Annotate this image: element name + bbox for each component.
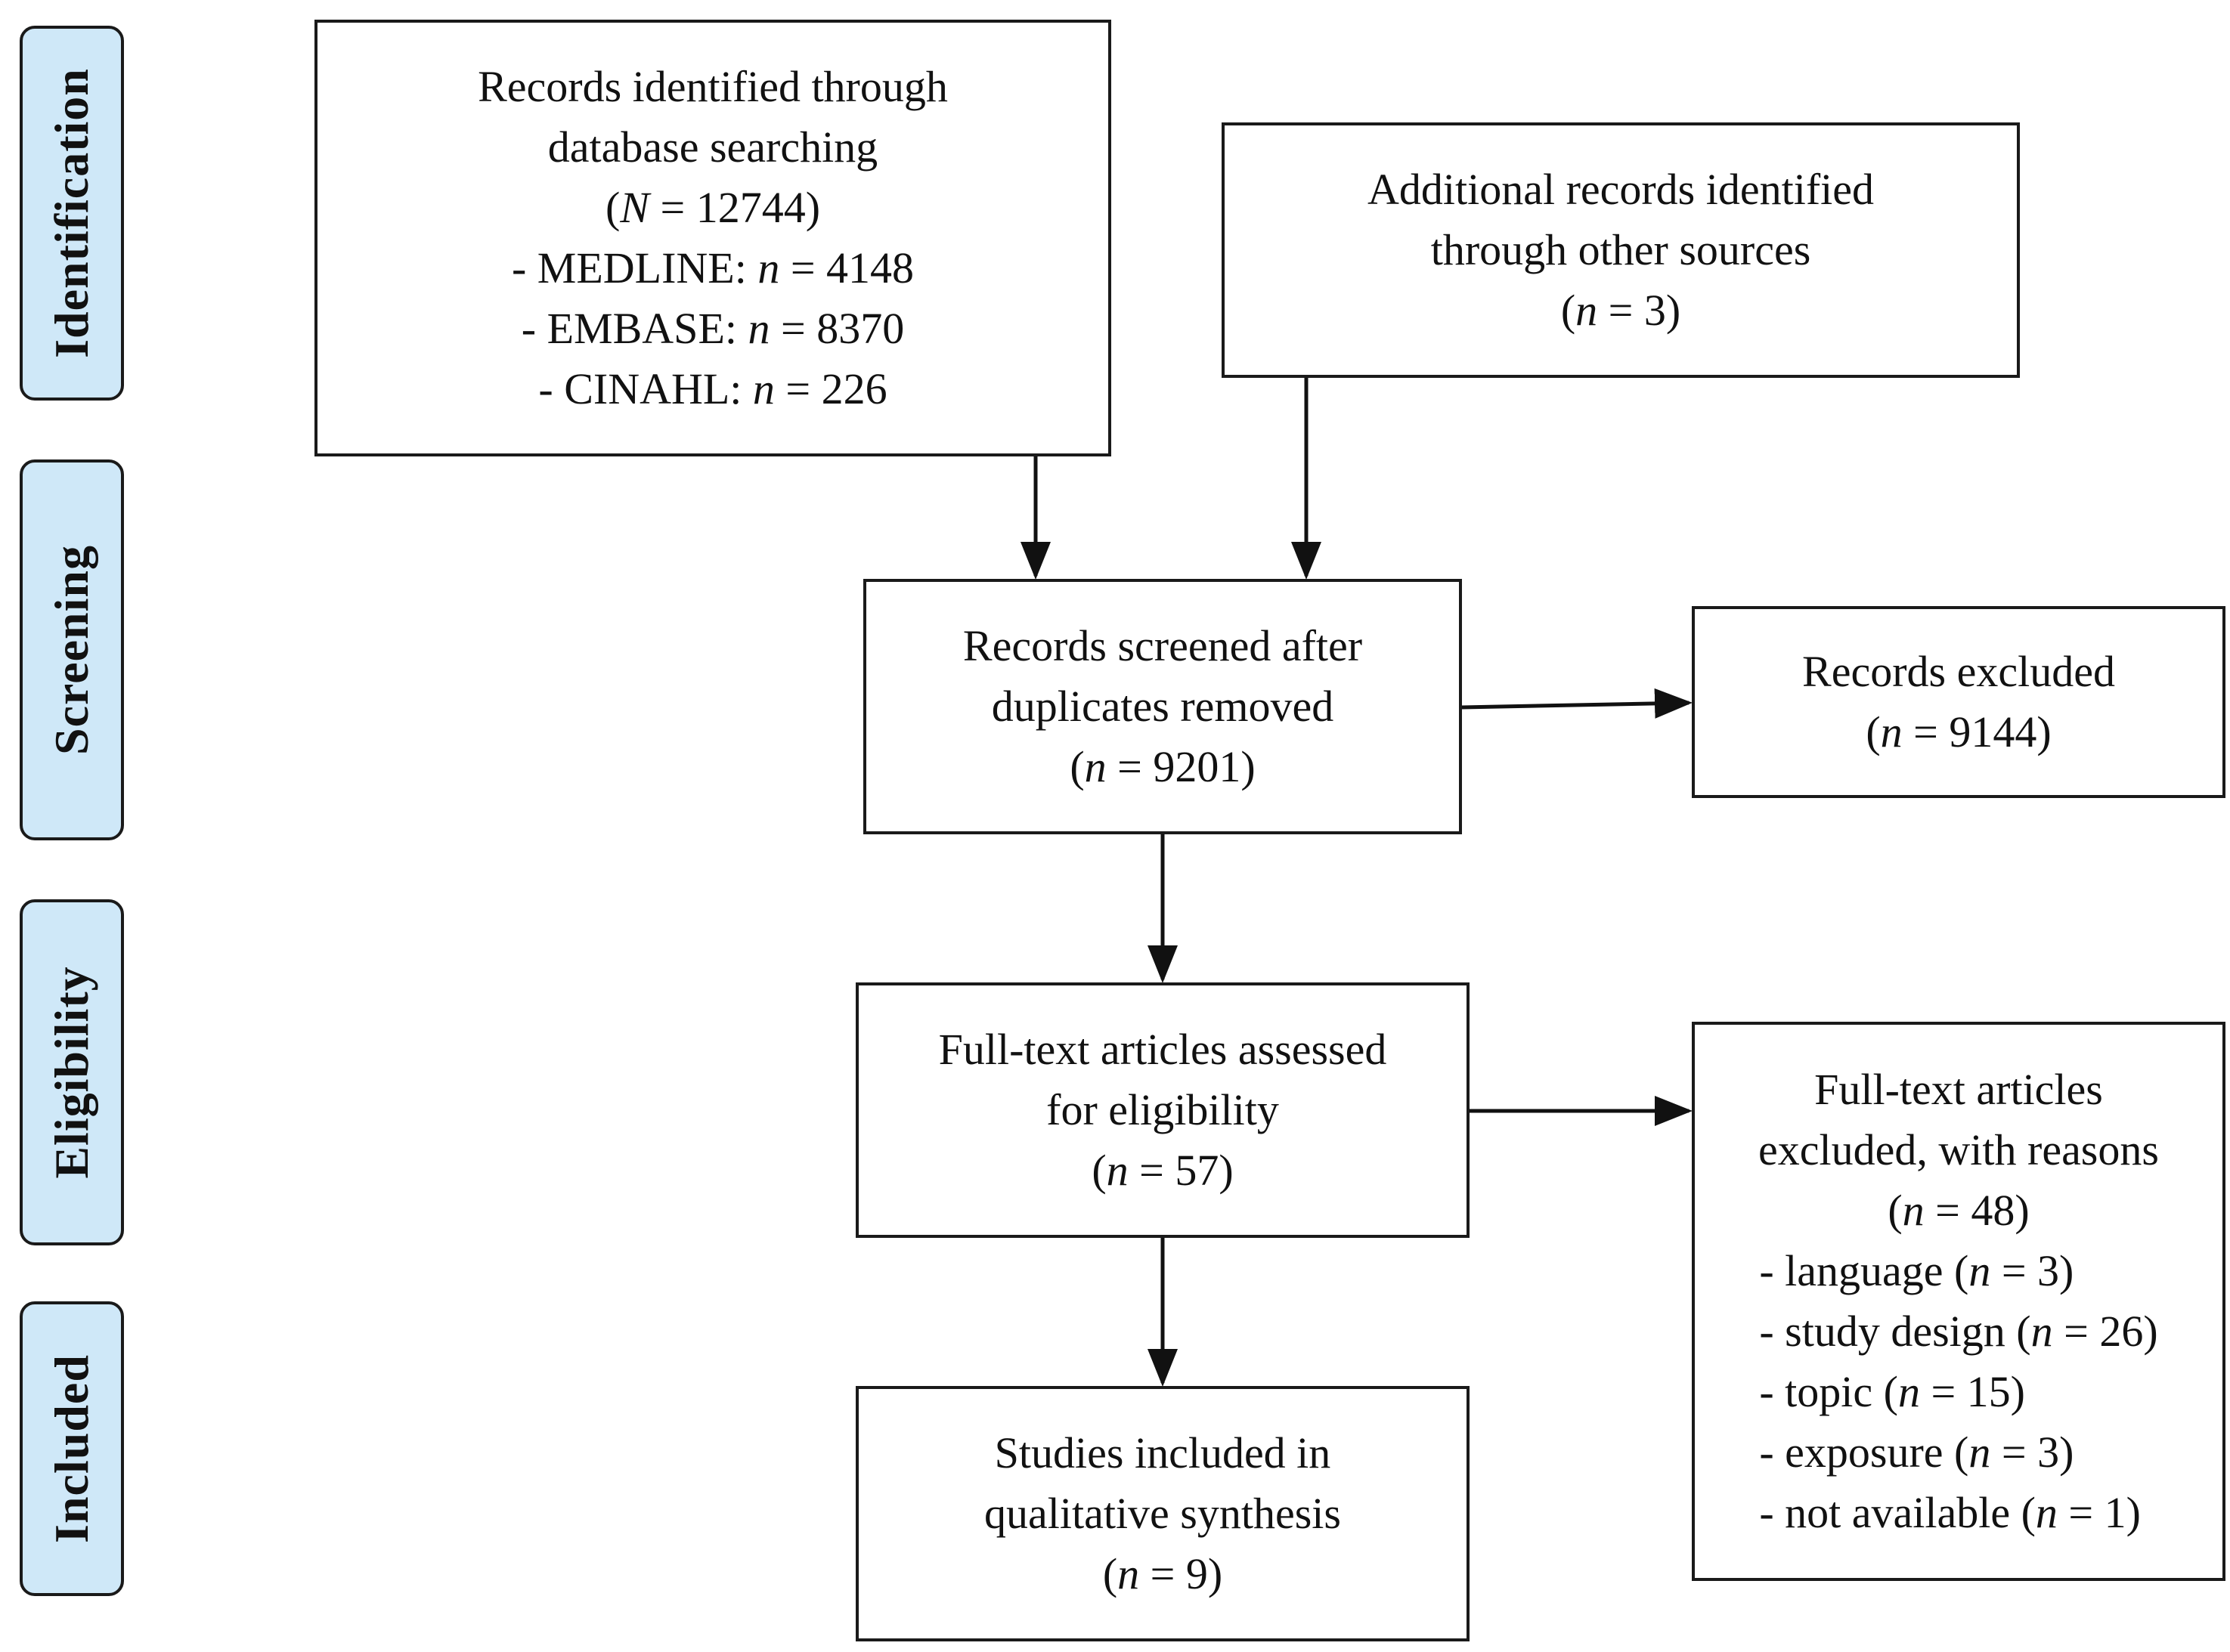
- exclusion-reasons-list: - language (n = 3) - study design (n = 2…: [1759, 1241, 2157, 1543]
- fulltext-excluded-line1: Full-text articles: [1814, 1065, 2103, 1114]
- reason-exposure: - exposure (n = 3): [1759, 1428, 2074, 1477]
- box-records-excluded: Records excluded (n = 9144): [1692, 606, 2225, 798]
- screened-line1: Records screened after: [962, 621, 1363, 670]
- database-item-medline: - MEDLINE: n = 4148: [511, 243, 915, 292]
- box-database-records: Records identified through database sear…: [314, 20, 1111, 456]
- box-fulltext-assessed: Full-text articles assessed for eligibil…: [856, 982, 1470, 1238]
- phase-screening: Screening: [20, 459, 124, 840]
- reason-language: - language (n = 3): [1759, 1246, 2074, 1295]
- database-line1: Records identified through: [478, 62, 948, 111]
- excluded-count: (n = 9144): [1866, 707, 2052, 756]
- reason-topic: - topic (n = 15): [1759, 1367, 2025, 1416]
- included-line2: qualitative synthesis: [984, 1489, 1341, 1538]
- fulltext-excluded-line2: excluded, with reasons: [1758, 1125, 2159, 1174]
- additional-line1: Additional records identified: [1367, 165, 1875, 214]
- box-additional-records: Additional records identified through ot…: [1222, 122, 2020, 378]
- additional-count: (n = 3): [1560, 286, 1681, 335]
- fulltext-excluded-count: (n = 48): [1888, 1186, 2030, 1235]
- phase-identification: Identification: [20, 26, 124, 401]
- fulltext-line1: Full-text articles assessed: [938, 1025, 1387, 1074]
- arrow-screened-to-excluded: [1461, 688, 1693, 719]
- included-count: (n = 9): [1102, 1549, 1223, 1598]
- box-fulltext-excluded: Full-text articles excluded, with reason…: [1692, 1022, 2225, 1581]
- additional-line2: through other sources: [1430, 225, 1811, 274]
- database-item-cinahl: - CINAHL: n = 226: [538, 364, 887, 413]
- screened-line2: duplicates removed: [991, 682, 1334, 731]
- phase-eligibility: Eligibility: [20, 899, 124, 1245]
- database-item-embase: - EMBASE: n = 8370: [521, 304, 905, 353]
- phase-included: Included: [20, 1301, 124, 1596]
- screened-count: (n = 9201): [1070, 742, 1256, 791]
- included-line1: Studies included in: [994, 1428, 1331, 1477]
- excluded-line1: Records excluded: [1802, 647, 2115, 696]
- reason-study-design: - study design (n = 26): [1759, 1307, 2158, 1356]
- box-studies-included: Studies included in qualitative synthesi…: [856, 1386, 1470, 1641]
- database-line2: database searching: [547, 122, 878, 172]
- database-count: (N = 12744): [605, 183, 821, 232]
- fulltext-line2: for eligibility: [1046, 1085, 1279, 1134]
- fulltext-count: (n = 57): [1092, 1146, 1234, 1195]
- box-records-screened: Records screened after duplicates remove…: [863, 579, 1462, 834]
- reason-not-available: - not available (n = 1): [1759, 1488, 2141, 1537]
